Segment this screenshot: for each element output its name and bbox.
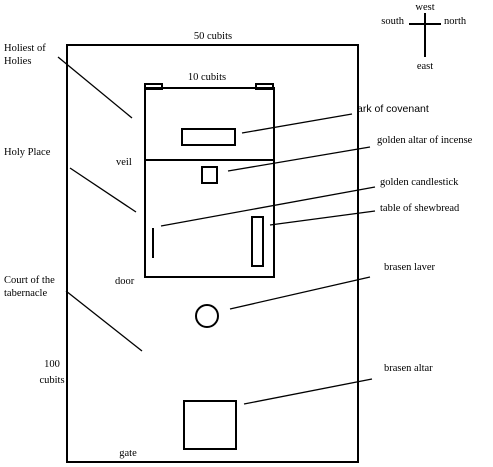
court-boundary xyxy=(66,44,359,463)
holiest-label-line1: Holiest of xyxy=(4,43,46,54)
ark-of-covenant xyxy=(181,128,236,146)
leader-laver xyxy=(229,276,371,310)
compass-north: north xyxy=(444,16,467,27)
leader-brasen-altar xyxy=(243,378,373,405)
brasen-altar-label: brasen altar xyxy=(384,363,433,374)
leader-holiest xyxy=(57,56,133,119)
ark-label: ark of covenant xyxy=(357,103,429,115)
candlestick-label: golden candlestick xyxy=(380,177,459,188)
court-label-line1: Court of the xyxy=(4,275,55,286)
tent-corner-left xyxy=(144,83,163,90)
laver-label: brasen laver xyxy=(384,262,436,273)
leader-holy-place xyxy=(69,167,137,213)
compass-south: south xyxy=(381,16,405,27)
court-length-line2: cubits xyxy=(39,375,64,386)
court-width-label: 50 cubits xyxy=(194,31,232,42)
court-label-line2: tabernacle xyxy=(4,288,47,299)
shewbread-label: table of shewbread xyxy=(380,203,460,214)
compass-west: west xyxy=(415,2,434,13)
holy-place-label: Holy Place xyxy=(4,147,51,158)
tabernacle-tent xyxy=(144,87,275,278)
leader-candlestick xyxy=(160,186,376,227)
leader-lines xyxy=(57,56,376,405)
holiest-label-line2: Holies xyxy=(4,56,31,67)
golden-altar-of-incense xyxy=(201,166,218,184)
brasen-laver xyxy=(195,304,219,328)
veil-label: veil xyxy=(116,157,132,168)
tent-width-label: 10 cubits xyxy=(188,72,226,83)
table-of-shewbread xyxy=(251,216,264,267)
leader-shewbread xyxy=(269,210,376,226)
gate-label: gate xyxy=(119,448,137,459)
compass-east: east xyxy=(417,61,433,72)
door-label: door xyxy=(115,276,135,287)
court-length-line1: 100 xyxy=(44,359,60,370)
tent-corner-right xyxy=(255,83,274,90)
leader-altar-incense xyxy=(227,146,371,172)
compass: west south north east xyxy=(381,2,467,72)
leader-court xyxy=(65,290,143,352)
brasen-altar xyxy=(183,400,237,450)
leader-ark xyxy=(241,113,353,134)
altar-incense-label: golden altar of incense xyxy=(377,135,473,146)
